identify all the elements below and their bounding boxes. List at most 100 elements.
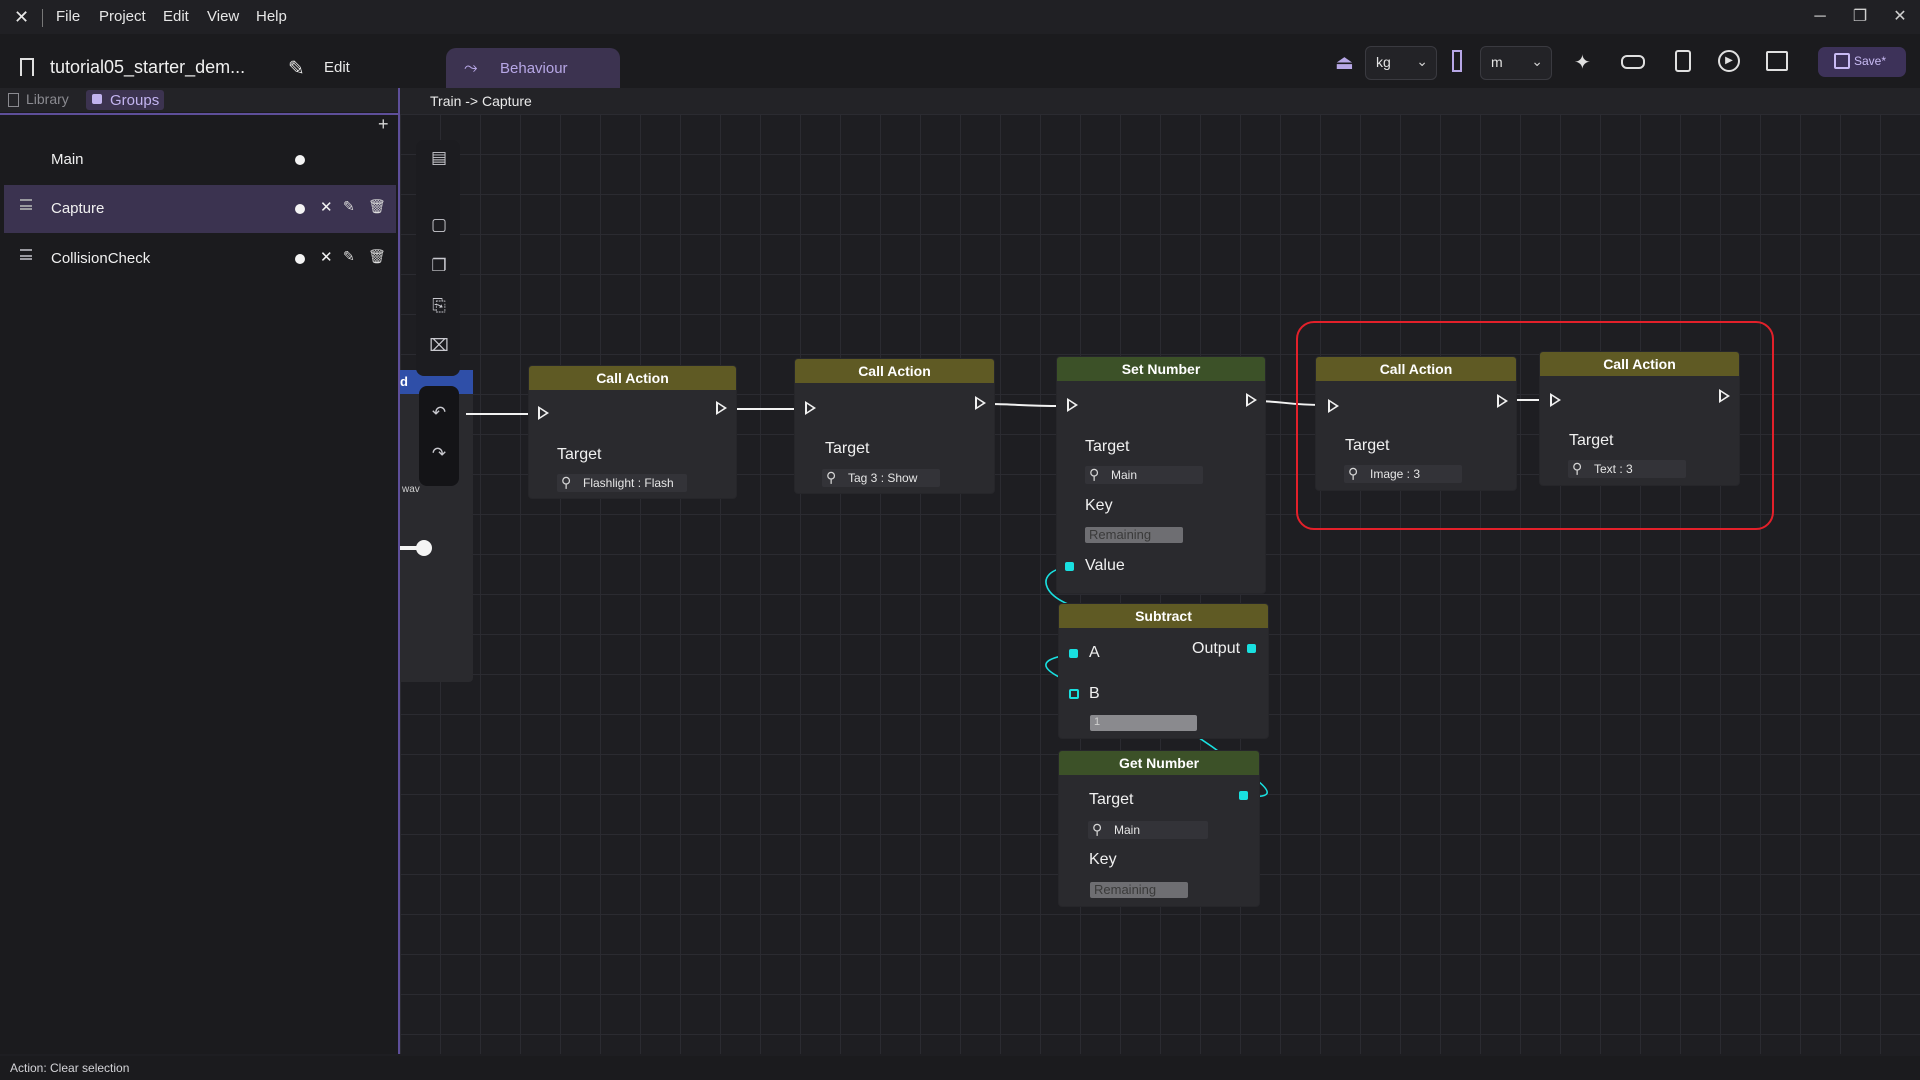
key-dropdown[interactable]: Remaining	[1085, 527, 1183, 543]
key-label: Key	[1085, 497, 1113, 514]
target-field[interactable]: ⚲ Image : 3	[1344, 465, 1462, 483]
save-button[interactable]	[1818, 47, 1906, 77]
pencil-icon[interactable]: ✎	[343, 248, 355, 264]
tab-behaviour[interactable]	[446, 48, 620, 88]
length-unit-select[interactable]: m ⌄	[1480, 46, 1552, 80]
call-action-node[interactable]: Call Action Target ⚲ Tag 3 : Show	[795, 359, 994, 493]
history-toolbar	[419, 386, 459, 486]
call-action-node[interactable]: Call Action Target ⚲ Image : 3	[1316, 357, 1516, 490]
trash-icon[interactable]: 🗑	[368, 198, 386, 214]
set-number-node[interactable]: Set Number Target ⚲ Main Key Remaining V…	[1057, 357, 1265, 593]
exec-wire	[989, 403, 1063, 407]
tab-groups[interactable]	[86, 90, 164, 110]
delete-icon[interactable]: ⌧	[429, 336, 449, 355]
canvas-toolbar	[416, 140, 460, 376]
get-number-node[interactable]: Get Number Target ⚲ Main Key Remaining	[1059, 751, 1259, 906]
group-row-collisioncheck[interactable]: CollisionCheck ✕ ✎ 🗑	[4, 235, 396, 283]
add-group-button[interactable]: +	[378, 114, 389, 134]
active-dot-icon	[295, 204, 305, 214]
save-sync-icon[interactable]	[1766, 51, 1788, 71]
mass-unit-select[interactable]: kg ⌄	[1365, 46, 1437, 80]
breadcrumb: Train -> Capture	[430, 93, 532, 109]
frame-icon[interactable]: ▤	[430, 148, 448, 167]
device-icon[interactable]	[1675, 50, 1691, 72]
pencil-icon[interactable]: ✎	[343, 198, 355, 214]
partial-node-field: wav	[402, 484, 420, 495]
title-bar	[0, 0, 1920, 34]
close-icon[interactable]: ✕	[320, 199, 333, 216]
node-title: Set Number	[1057, 357, 1265, 381]
library-icon	[8, 93, 19, 107]
target-field[interactable]: ⚲ Main	[1085, 466, 1203, 484]
drag-handle-icon[interactable]	[20, 199, 32, 210]
tab-behaviour-label: Behaviour	[500, 60, 568, 77]
exec-in-pin[interactable]	[1328, 399, 1339, 413]
redo-icon[interactable]: ↷	[431, 444, 447, 463]
exec-out-pin[interactable]	[716, 401, 727, 415]
play-icon[interactable]: ▶	[1718, 50, 1740, 72]
breadcrumb-bar	[400, 88, 1920, 114]
bookmark-icon[interactable]	[20, 58, 34, 76]
panel-divider	[0, 113, 398, 115]
node-title: Call Action	[529, 366, 736, 390]
target-field[interactable]: ⚲ Main	[1088, 821, 1208, 839]
exec-out-pin[interactable]	[1497, 394, 1508, 408]
mass-icon: ⏏	[1335, 52, 1354, 74]
tab-library[interactable]: Library	[6, 91, 69, 107]
trash-icon[interactable]: 🗑	[368, 248, 386, 264]
ruler-icon	[1452, 50, 1462, 72]
exec-out-pin[interactable]	[1246, 393, 1257, 407]
undo-icon[interactable]: ↶	[431, 403, 447, 422]
call-action-node[interactable]: Call Action Target ⚲ Flashlight : Flash	[529, 366, 736, 498]
drag-handle-icon[interactable]	[20, 249, 32, 260]
mass-unit-value: kg	[1376, 54, 1391, 70]
slider-handle[interactable]	[416, 540, 432, 556]
subtract-node[interactable]: Subtract A Output B 1	[1059, 604, 1268, 738]
exec-in-pin[interactable]	[1550, 393, 1561, 407]
restore-button[interactable]: ❐	[1852, 8, 1868, 25]
close-icon[interactable]: ✕	[320, 249, 333, 266]
output-pin[interactable]	[1247, 644, 1256, 653]
group-row-capture[interactable]: Capture ✕ ✎ 🗑	[4, 185, 396, 233]
menu-project[interactable]: Project	[99, 8, 146, 25]
call-action-node[interactable]: Call Action Target ⚲ Text : 3	[1540, 352, 1739, 485]
target-field[interactable]: ⚲ Flashlight : Flash	[557, 474, 687, 492]
paste-icon[interactable]: ⎘	[432, 296, 446, 315]
sparkle-icon[interactable]: ✦	[1574, 52, 1591, 74]
menu-file[interactable]: File	[56, 8, 81, 25]
minimize-button[interactable]: ─	[1814, 8, 1826, 25]
exec-out-pin[interactable]	[1719, 389, 1730, 403]
value-in-pin[interactable]	[1065, 562, 1074, 571]
chevron-down-icon: ⌄	[1531, 53, 1543, 69]
copy-icon[interactable]: ❐	[431, 256, 447, 275]
target-value: Main	[1111, 468, 1138, 482]
exec-in-pin[interactable]	[1067, 398, 1078, 412]
title-separator	[42, 9, 43, 27]
exec-out-pin[interactable]	[975, 396, 986, 410]
key-dropdown[interactable]: Remaining	[1090, 882, 1188, 898]
output-pin[interactable]	[1239, 791, 1248, 800]
target-field[interactable]: ⚲ Tag 3 : Show	[822, 469, 940, 487]
target-label: Target	[1569, 432, 1614, 449]
menu-edit[interactable]: Edit	[163, 8, 189, 25]
target-label: Target	[825, 440, 870, 457]
edit-button[interactable]: Edit	[324, 59, 350, 76]
b-value-field[interactable]: 1	[1090, 715, 1197, 731]
b-in-pin[interactable]	[1069, 689, 1079, 699]
target-label: Target	[1089, 791, 1134, 808]
exec-in-pin[interactable]	[805, 401, 816, 415]
key-value: Remaining	[1089, 527, 1152, 542]
value-label: Value	[1085, 557, 1125, 574]
headset-icon[interactable]	[1621, 55, 1645, 69]
exec-in-pin[interactable]	[538, 406, 549, 420]
edit-icon[interactable]: ✎	[288, 58, 305, 80]
close-window-button[interactable]: ✕	[1893, 8, 1907, 25]
active-dot-icon	[295, 254, 305, 264]
a-in-pin[interactable]	[1069, 649, 1078, 658]
menu-help[interactable]: Help	[256, 8, 287, 25]
target-field[interactable]: ⚲ Text : 3	[1568, 460, 1686, 478]
menu-view[interactable]: View	[207, 8, 240, 25]
node-title: Call Action	[1540, 352, 1739, 376]
document-icon[interactable]: ▢	[430, 215, 448, 234]
group-row-main[interactable]: Main	[4, 136, 396, 184]
